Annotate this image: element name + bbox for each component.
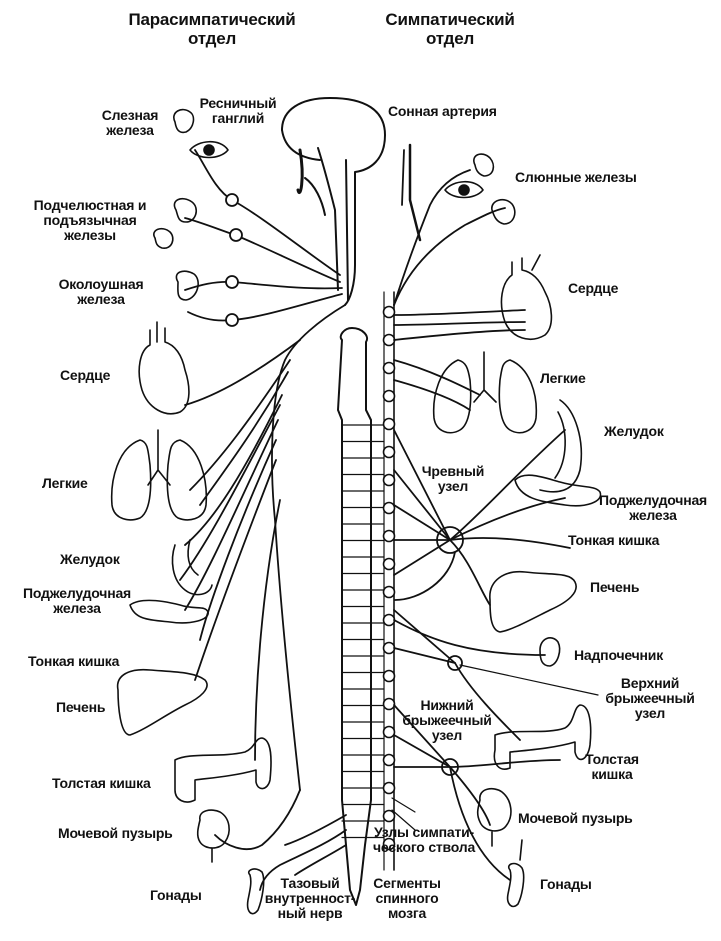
sympathetic-ganglion [384,335,395,346]
label-carotid-artery: Сонная артерия [388,104,497,119]
sympathetic-ganglion [384,783,395,794]
sympathetic-ganglion [384,671,395,682]
label-lungs-left: Легкие [42,476,88,491]
sympathetic-ganglion [384,587,395,598]
label-small-intestine-right: Тонкая кишка [568,533,659,548]
spinal-cord [338,328,384,905]
label-submandibular-glands: Подчелюстная и подъязычная железы [24,198,156,243]
sympathetic-ganglion [384,755,395,766]
sympathetic-ganglion [384,391,395,402]
label-stomach-left: Желудок [60,552,120,567]
sympathetic-ganglia [384,307,395,850]
sympathetic-ganglion [384,643,395,654]
label-stomach-right: Желудок [604,424,664,439]
sympathetic-ganglion [384,531,395,542]
label-spinal-segments: Сегменты спинного мозга [364,876,450,921]
label-salivary-glands: Слюнные железы [515,170,637,185]
label-liver-left: Печень [56,700,105,715]
sympathetic-ganglion [384,363,395,374]
label-inferior-mesenteric: Нижний брыжеечный узел [392,698,502,743]
label-small-intestine-left: Тонкая кишка [28,654,119,669]
label-sympathetic-trunk: Узлы симпати- ческого ствола [362,825,486,855]
label-lacrimal-gland: Слезная железа [85,108,175,138]
label-parotid-gland: Околоушная железа [48,277,154,307]
label-bladder-left: Мочевой пузырь [58,826,173,841]
sympathetic-fibers [392,145,598,880]
label-superior-mesenteric: Верхний брыжеечный узел [598,676,702,721]
label-celiac-ganglion: Чревный узел [413,464,493,494]
label-gonads-left: Гонады [150,888,202,903]
label-pancreas-right: Поджелудочная железа [592,493,714,523]
label-large-intestine-left: Толстая кишка [52,776,151,791]
sympathetic-ganglion [384,447,395,458]
sympathetic-ganglion [384,307,395,318]
sympathetic-ganglion [384,419,395,430]
label-liver-right: Печень [590,580,639,595]
label-gonads-right: Гонады [540,877,592,892]
brain-outline [282,98,385,305]
sympathetic-ganglion [384,475,395,486]
label-heart-left: Сердце [60,368,110,383]
sympathetic-ganglion [384,615,395,626]
sympathetic-ganglion [384,503,395,514]
label-heart-right: Сердце [568,281,618,296]
label-large-intestine-right: Толстая кишка [578,752,646,782]
label-bladder-right: Мочевой пузырь [518,811,633,826]
header-parasympathetic: Парасимпатический отдел [112,10,312,48]
label-pelvic-nerve: Тазовый внутренност- ный нерв [262,876,358,921]
label-lungs-right: Легкие [540,371,586,386]
header-sympathetic: Симпатический отдел [360,10,540,48]
spinal-segment-lines [342,425,384,838]
label-pancreas-left: Поджелудочная железа [18,586,136,616]
sympathetic-ganglion [384,811,395,822]
sympathetic-trunk [384,292,395,870]
label-ciliary-ganglion: Ресничный ганглий [192,96,284,126]
sympathetic-ganglion [384,559,395,570]
label-adrenal: Надпочечник [574,648,663,663]
